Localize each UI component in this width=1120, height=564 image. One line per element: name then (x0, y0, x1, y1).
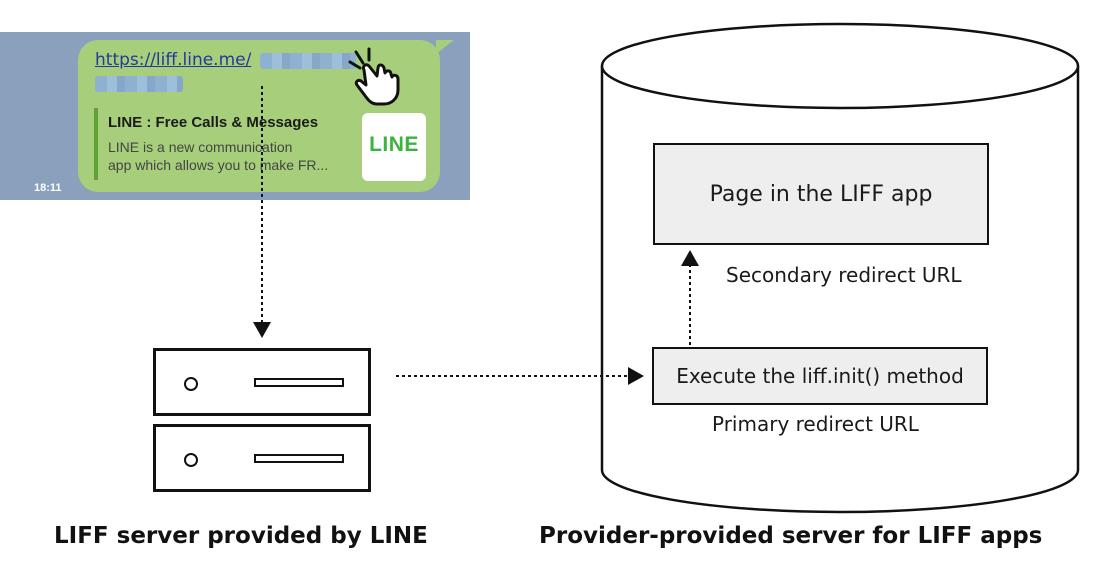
line-logo-icon: LINE (362, 113, 426, 181)
pointing-hand-icon (348, 47, 400, 106)
provider-server-caption: Provider-provided server for LIFF apps (539, 523, 1043, 549)
secondary-redirect-label: Secondary redirect URL (726, 263, 962, 287)
arrow-url-to-server (253, 86, 271, 338)
line-logo-text: LINE (369, 133, 419, 156)
liff-url-link[interactable]: https://liff.line.me/ (95, 50, 252, 70)
preview-desc-line: LINE is a new communication (108, 139, 293, 155)
line-server-caption: LIFF server provided by LINE (54, 523, 428, 549)
preview-desc-line: app which allows you to make FR... (108, 157, 329, 173)
server-unit-bottom (153, 424, 371, 492)
primary-redirect-label: Primary redirect URL (712, 412, 919, 436)
blurred-url-part (95, 76, 183, 92)
server-light-icon (184, 377, 198, 391)
server-unit-top (153, 348, 371, 416)
preview-title: LINE : Free Calls & Messages (108, 114, 319, 131)
preview-accent-bar (94, 108, 98, 180)
server-light-icon (184, 453, 198, 467)
server-slot-icon (254, 454, 344, 463)
blurred-url-part (260, 53, 356, 69)
preview-description: LINE is a new communication app which al… (108, 138, 348, 174)
arrow-init-to-page (681, 250, 699, 345)
chat-screenshot: https://liff.line.me/ LINE : Free Calls … (0, 32, 470, 200)
bubble-tail (436, 40, 454, 54)
server-slot-icon (254, 378, 344, 387)
message-time: 18:11 (34, 182, 62, 194)
message-bubble[interactable]: https://liff.line.me/ LINE : Free Calls … (78, 40, 440, 192)
liff-app-page-box: Page in the LIFF app (653, 143, 989, 245)
liff-init-box: Execute the liff.init() method (652, 347, 988, 405)
arrow-server-to-init (396, 367, 644, 385)
